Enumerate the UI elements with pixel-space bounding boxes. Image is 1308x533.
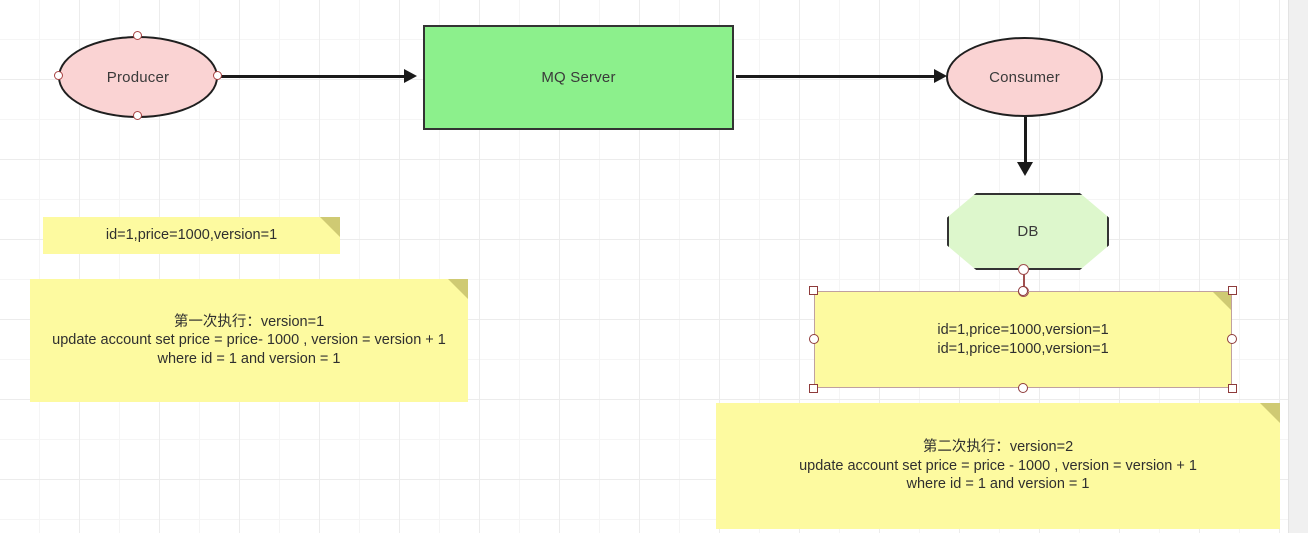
resize-handle-bottom-left[interactable] xyxy=(809,384,818,393)
producer-connection-point-bottom[interactable] xyxy=(133,111,142,120)
node-consumer-label: Consumer xyxy=(989,68,1060,86)
resize-handle-bottom-center[interactable] xyxy=(1018,383,1028,393)
node-producer[interactable]: Producer xyxy=(58,36,218,118)
edge-mq-to-consumer-arrowhead xyxy=(934,69,947,83)
note-second-execution-text: 第二次执行：version=2 update account set price… xyxy=(799,439,1197,493)
edge-consumer-to-db-arrowhead xyxy=(1017,162,1033,176)
edge-producer-to-mq-line[interactable] xyxy=(218,75,404,78)
producer-connection-point-right[interactable] xyxy=(213,71,222,80)
note-fold-icon xyxy=(1212,291,1232,311)
producer-connection-point-left[interactable] xyxy=(54,71,63,80)
note-fold-icon xyxy=(448,279,468,299)
connector-db-to-note-line[interactable] xyxy=(1023,270,1025,292)
resize-handle-top-center[interactable] xyxy=(1018,286,1028,296)
producer-connection-point-top[interactable] xyxy=(133,31,142,40)
resize-handle-middle-right[interactable] xyxy=(1227,334,1237,344)
resize-handle-bottom-right[interactable] xyxy=(1228,384,1237,393)
node-mq-server-label: MQ Server xyxy=(541,69,616,86)
resize-handle-middle-left[interactable] xyxy=(809,334,819,344)
canvas-right-gutter xyxy=(1288,0,1308,533)
node-db-label: DB xyxy=(1017,223,1039,240)
note-fold-icon xyxy=(320,217,340,237)
resize-handle-top-left[interactable] xyxy=(809,286,818,295)
node-db[interactable]: DB xyxy=(947,193,1109,270)
connector-db-endpoint-top[interactable] xyxy=(1018,264,1029,275)
node-producer-label: Producer xyxy=(106,68,170,86)
note-record-initial[interactable]: id=1,price=1000,version=1 xyxy=(43,217,340,254)
note-first-execution[interactable]: 第一次执行：version=1 update account set price… xyxy=(30,279,468,402)
note-record-initial-text: id=1,price=1000,version=1 xyxy=(105,227,278,244)
note-db-record[interactable]: id=1,price=1000,version=1 id=1,price=100… xyxy=(814,291,1232,388)
note-fold-icon xyxy=(1260,403,1280,423)
edge-mq-to-consumer-line[interactable] xyxy=(736,75,934,78)
edge-producer-to-mq-arrowhead xyxy=(404,69,417,83)
note-first-execution-text: 第一次执行：version=1 update account set price… xyxy=(52,313,446,367)
node-consumer[interactable]: Consumer xyxy=(946,37,1103,117)
resize-handle-top-right[interactable] xyxy=(1228,286,1237,295)
note-db-record-text: id=1,price=1000,version=1 id=1,price=100… xyxy=(937,321,1109,357)
node-mq-server[interactable]: MQ Server xyxy=(423,25,734,130)
note-second-execution[interactable]: 第二次执行：version=2 update account set price… xyxy=(716,403,1280,529)
edge-consumer-to-db-line[interactable] xyxy=(1024,117,1027,164)
